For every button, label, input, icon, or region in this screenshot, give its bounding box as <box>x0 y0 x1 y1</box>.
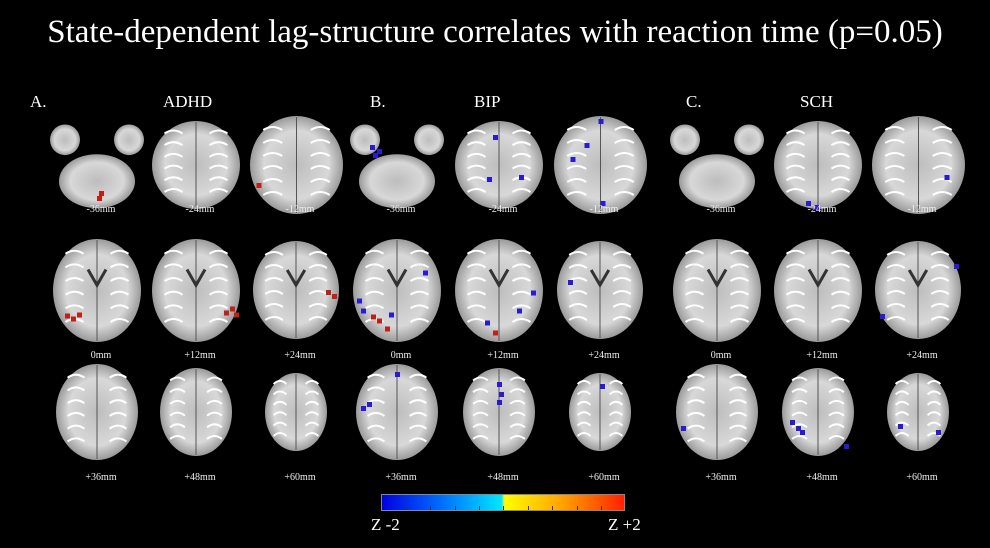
brain-slice-image <box>568 372 632 452</box>
slice-depth-label: -24mm <box>488 204 518 215</box>
slice-depth-label: +48mm <box>487 472 519 483</box>
brain-slice-image <box>249 115 344 215</box>
brain-slice-image <box>667 120 767 210</box>
brain-slice-image <box>347 120 447 210</box>
brain-slice-image <box>556 240 644 340</box>
panel-a-group: ADHD <box>163 92 213 111</box>
slice-depth-label: -12mm <box>907 204 937 215</box>
colorbar-min-label: Z -2 <box>371 515 400 534</box>
brain-slice-image <box>781 367 855 457</box>
brain-slice-image <box>159 367 233 457</box>
brain-slice-image <box>886 372 950 452</box>
slice-depth-label: 0mm <box>90 350 112 361</box>
brain-slice-image <box>454 238 544 343</box>
slice-depth-label: +24mm <box>284 350 316 361</box>
brain-slice-image <box>871 115 966 215</box>
brain-slice-image <box>874 240 962 340</box>
brain-slice-image <box>675 363 759 461</box>
slice-depth-label: +60mm <box>588 472 620 483</box>
brain-slice-image <box>252 240 340 340</box>
brain-slice-image <box>264 372 328 452</box>
slice-depth-label: -36mm <box>386 204 416 215</box>
brain-slice-image <box>151 120 241 210</box>
slice-depth-label: +48mm <box>806 472 838 483</box>
slice-depth-label: +36mm <box>85 472 117 483</box>
brain-slice-image <box>352 238 442 343</box>
panel-a-letter: A. <box>30 92 47 111</box>
slice-depth-label: +36mm <box>705 472 737 483</box>
panel-c-group: SCH <box>800 92 834 111</box>
slice-depth-label: -12mm <box>285 204 315 215</box>
brain-slice-image <box>55 363 139 461</box>
brain-slice-image <box>773 120 863 210</box>
brain-slice-image <box>462 367 536 457</box>
slice-depth-label: -24mm <box>185 204 215 215</box>
slice-depth-label: +60mm <box>906 472 938 483</box>
slice-depth-label: -36mm <box>86 204 116 215</box>
slice-depth-label: +36mm <box>385 472 417 483</box>
slice-depth-label: -12mm <box>589 204 619 215</box>
brain-slice-image <box>151 238 241 343</box>
slice-depth-label: +12mm <box>184 350 216 361</box>
z-colorbar <box>381 494 625 511</box>
slice-depth-label: -36mm <box>706 204 736 215</box>
slice-depth-label: +60mm <box>284 472 316 483</box>
brain-slice-image <box>672 238 762 343</box>
slice-depth-label: +12mm <box>806 350 838 361</box>
brain-slice-image <box>454 120 544 210</box>
figure-title: State-dependent lag-structure correlates… <box>47 14 943 50</box>
slice-depth-label: +24mm <box>588 350 620 361</box>
slice-depth-label: -24mm <box>807 204 837 215</box>
slice-depth-label: +12mm <box>487 350 519 361</box>
brain-slice-image <box>773 238 863 343</box>
brain-slice-image <box>553 115 648 215</box>
slice-depth-label: 0mm <box>390 350 412 361</box>
brain-slice-image <box>355 363 439 461</box>
panel-c-letter: C. <box>686 92 702 111</box>
colorbar-max-label: Z +2 <box>608 515 641 534</box>
panel-b-letter: B. <box>370 92 386 111</box>
brain-slice-image <box>52 238 142 343</box>
panel-b-group: BIP <box>474 92 501 111</box>
slice-depth-label: +48mm <box>184 472 216 483</box>
slice-depth-label: 0mm <box>710 350 732 361</box>
slice-depth-label: +24mm <box>906 350 938 361</box>
brain-slice-image <box>47 120 147 210</box>
